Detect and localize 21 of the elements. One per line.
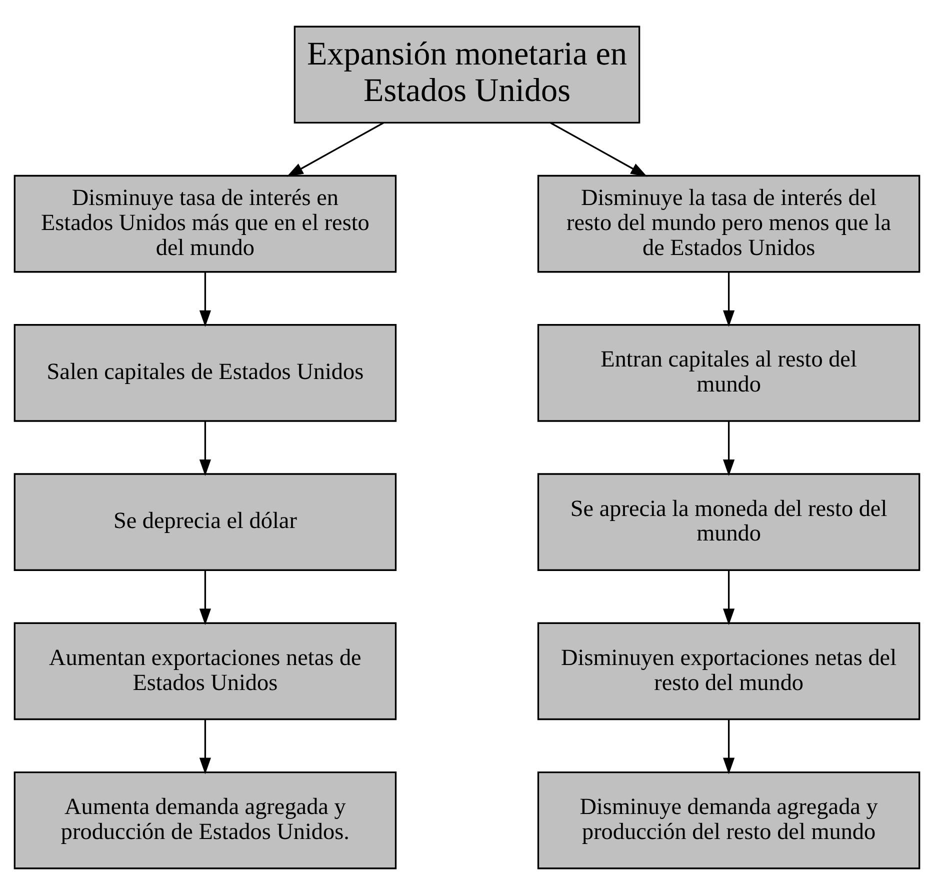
node-box: Se aprecia la moneda del resto del mundo bbox=[537, 472, 920, 570]
arrow bbox=[199, 272, 211, 326]
arrow bbox=[723, 570, 735, 625]
arrow bbox=[199, 421, 211, 476]
node-box: Disminuyen exportaciones netas del resto del mundo bbox=[537, 622, 920, 720]
node-box: Disminuye la tasa de interés del resto del mundo pero menos que la de Estados Unidos bbox=[537, 174, 920, 272]
arrow bbox=[199, 719, 211, 774]
node-box: Disminuye tasa de interés en Estados Unidos más que en el resto del mundo bbox=[14, 174, 397, 272]
node-box: Entran capitales al resto del mundo bbox=[537, 324, 920, 422]
arrow bbox=[723, 421, 735, 476]
arrow bbox=[723, 719, 735, 774]
arrow bbox=[723, 272, 735, 326]
node-box: Expansión monetaria en Estados Unidos bbox=[294, 25, 640, 124]
arrow bbox=[199, 570, 211, 625]
node-box: Aumenta demanda agregada y producción de Estados Unidos. bbox=[14, 770, 397, 869]
arrow bbox=[286, 122, 384, 176]
node-box: Aumentan exportaciones netas de Estados Unidos bbox=[14, 622, 397, 720]
arrow bbox=[550, 122, 648, 176]
node-box: Disminuye demanda agregada y producción del resto del mundo bbox=[537, 770, 920, 869]
node-box: Salen capitales de Estados Unidos bbox=[14, 324, 397, 422]
node-box: Se deprecia el dólar bbox=[14, 472, 397, 570]
